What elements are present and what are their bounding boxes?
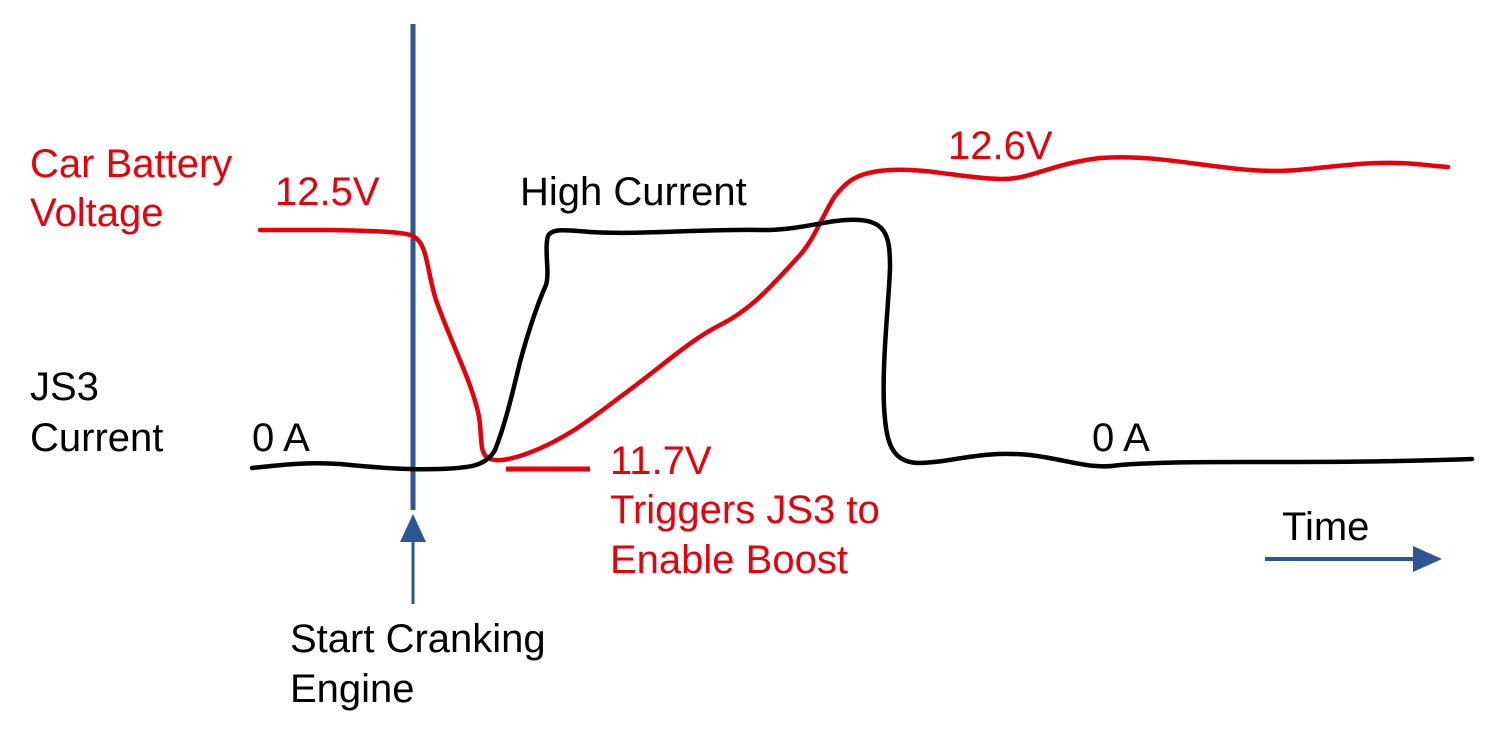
event-label-line1: Start Cranking [290,617,546,661]
up-arrow-icon [400,514,426,604]
trigger-label-line2: Enable Boost [610,538,848,582]
current-title-line1: JS3 [30,365,99,409]
voltage-curve [257,154,1451,463]
zero-current-end-label: 0 A [1092,416,1150,460]
trigger-label-line1: Triggers JS3 to [610,488,880,532]
voltage-title-line2: Voltage [30,191,163,235]
voltage-title-line1: Car Battery [30,142,232,186]
current-title-line2: Current [30,416,163,460]
high-current-label: High Current [520,170,747,214]
zero-current-start-label: 0 A [252,416,310,460]
final-voltage-label: 12.6V [948,124,1053,168]
current-curve [249,217,1475,472]
initial-voltage-label: 12.5V [275,170,380,214]
time-axis-label: Time [1282,505,1369,549]
event-label-line2: Engine [290,667,415,711]
right-arrow-icon [1265,546,1442,572]
min-voltage-label: 11.7V [610,439,712,483]
